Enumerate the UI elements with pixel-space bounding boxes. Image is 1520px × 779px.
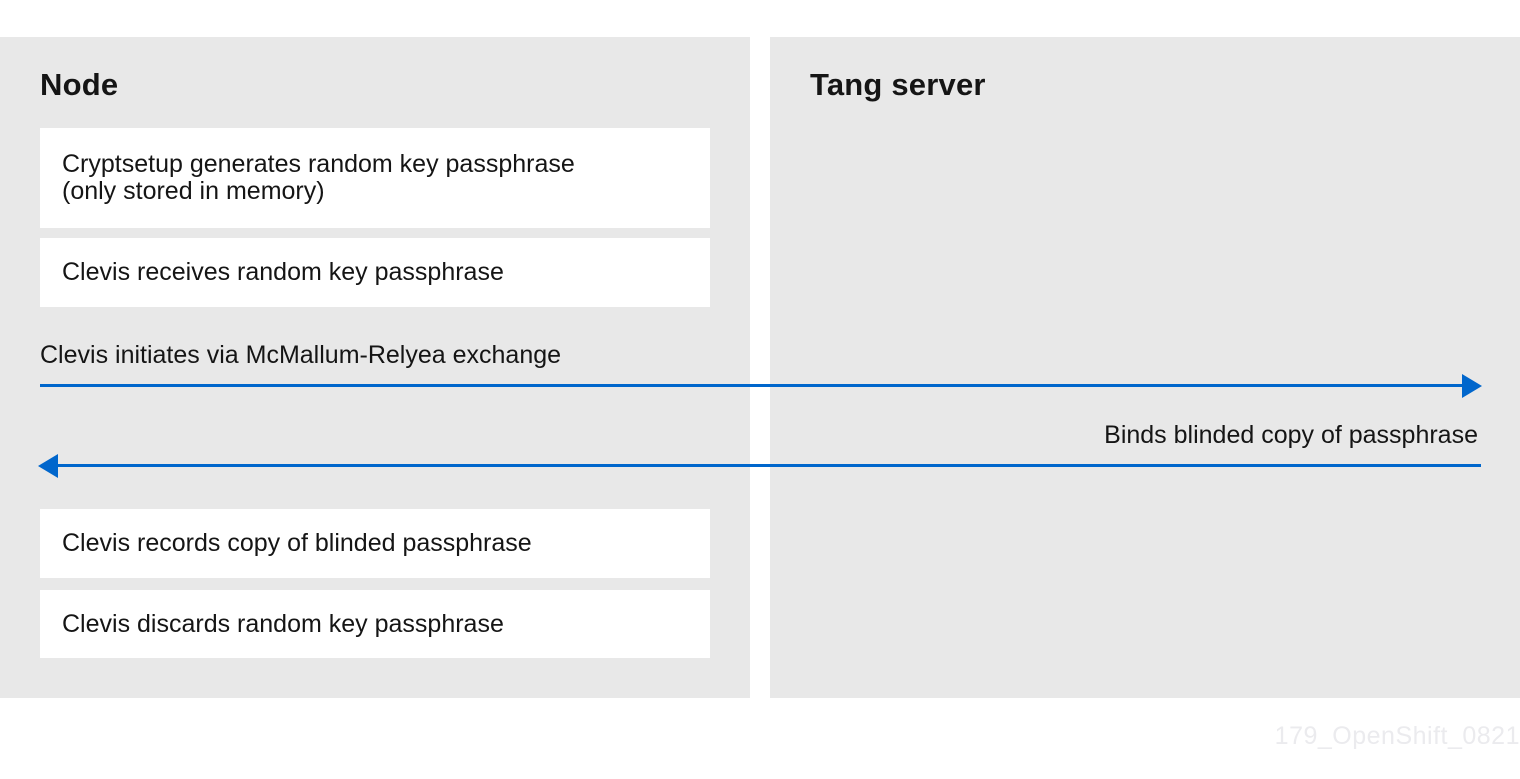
node-panel-title: Node — [40, 67, 119, 102]
step-text: Clevis receives random key passphrase — [62, 258, 504, 286]
step-box-clevis-discards: Clevis discards random key passphrase — [40, 590, 710, 658]
step-text: Cryptsetup generates random key passphra… — [62, 150, 575, 205]
watermark: 179_OpenShift_0821 — [1274, 722, 1520, 750]
node-panel: Node Cryptsetup generates random key pas… — [0, 37, 750, 698]
step-box-clevis-receives: Clevis receives random key passphrase — [40, 238, 710, 307]
bind-passphrase-arrow — [38, 454, 1481, 478]
tang-server-panel: Tang server — [770, 37, 1520, 698]
step-box-cryptsetup-generates: Cryptsetup generates random key passphra… — [40, 128, 710, 228]
initiate-exchange-label: Clevis initiates via McMallum-Relyea exc… — [40, 341, 562, 369]
step-text: Clevis records copy of blinded passphras… — [62, 529, 532, 557]
tang-server-panel-title: Tang server — [810, 67, 986, 102]
bind-passphrase-label: Binds blinded copy of passphrase — [1104, 421, 1478, 449]
step-text: Clevis discards random key passphrase — [62, 609, 504, 638]
arrowhead-right-icon — [1462, 374, 1482, 398]
arrow-line — [54, 464, 1481, 467]
arrowhead-left-icon — [38, 454, 58, 478]
step-box-clevis-records: Clevis records copy of blinded passphras… — [40, 509, 710, 578]
arrow-line — [40, 384, 1466, 387]
initiate-exchange-arrow — [40, 374, 1482, 398]
